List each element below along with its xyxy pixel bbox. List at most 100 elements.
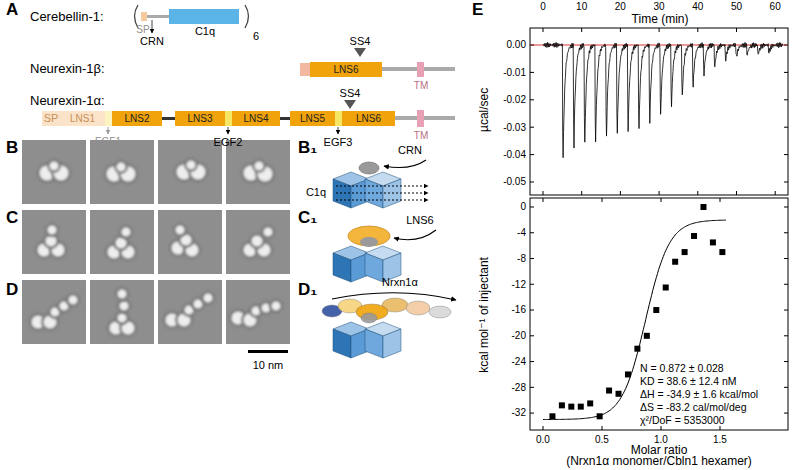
data-point <box>559 402 565 408</box>
tick-label: -0.02 <box>503 94 526 106</box>
c1q-domain <box>169 9 239 24</box>
egf-domain <box>225 111 232 126</box>
protein-name: Cerebellin-1: <box>30 10 104 25</box>
tick <box>784 335 788 336</box>
data-point <box>644 333 650 339</box>
tick-label: 30 <box>654 1 665 13</box>
domain-name: LNS6 <box>356 113 381 124</box>
domain-box: LNS3 <box>175 111 225 126</box>
tick <box>530 310 534 311</box>
tick-label: 60 <box>770 1 781 13</box>
em-density <box>251 306 261 316</box>
annotation: CRN <box>140 35 164 48</box>
em-density <box>68 295 78 305</box>
tick-label: -4 <box>517 227 526 239</box>
panel-letter: C₁ <box>298 208 317 228</box>
panel-letter: D₁ <box>298 280 317 300</box>
tick-label: -0.04 <box>503 149 526 161</box>
em-density <box>251 235 263 247</box>
linker <box>162 117 175 120</box>
panel-letter: A <box>6 0 18 20</box>
lns6-domain <box>348 226 390 246</box>
tick <box>784 232 788 233</box>
leader-arrow <box>338 127 339 134</box>
leader-arrow <box>228 127 229 134</box>
em-image <box>90 140 154 204</box>
tick <box>530 207 534 208</box>
em-image <box>226 140 290 204</box>
domain-box: LNS6 <box>310 62 382 77</box>
tick <box>784 72 788 73</box>
tick-label: 40 <box>692 1 703 13</box>
tick-label: 0.00 <box>507 39 526 51</box>
egf-domain <box>335 111 342 126</box>
em-image <box>158 140 222 204</box>
annotation: C1q <box>195 25 215 38</box>
egf-domain <box>105 111 112 126</box>
tick <box>581 28 582 32</box>
fit-result: N = 0.872 ± 0.028 <box>640 362 724 374</box>
data-point <box>616 391 622 397</box>
signal-peptide <box>300 63 310 76</box>
tick <box>736 28 737 32</box>
em-density <box>193 299 203 309</box>
em-density <box>119 301 129 311</box>
domain-name: LNS2 <box>124 113 149 124</box>
data-point <box>568 404 574 410</box>
crn-domain <box>359 162 379 174</box>
tick-label: -0.05 <box>503 176 526 188</box>
em-density <box>271 301 281 311</box>
tick-label: 1.5 <box>713 434 727 446</box>
axis-title: (Nrxn1α monomer/Cbln1 hexamer) <box>566 455 752 469</box>
em-density <box>115 237 127 249</box>
tick <box>784 413 788 414</box>
data-point <box>606 388 612 394</box>
panel-letter: B₁ <box>298 138 317 158</box>
tick <box>581 191 582 195</box>
em-density <box>186 160 196 170</box>
tick-label: 20 <box>615 1 626 13</box>
em-halo <box>115 161 128 174</box>
data-point <box>719 249 725 255</box>
leader-arrow <box>108 127 109 134</box>
c1q-trimer <box>365 253 383 282</box>
tick <box>530 335 534 336</box>
em-density <box>175 225 185 235</box>
em-density <box>49 161 59 171</box>
em-density <box>203 293 213 303</box>
data-point <box>691 233 697 239</box>
em-halo <box>116 312 129 325</box>
axis-title: Time (min) <box>632 13 689 27</box>
tick <box>736 191 737 195</box>
tick <box>784 387 788 388</box>
domain-name: LNS5 <box>300 113 325 124</box>
tick <box>543 198 544 202</box>
axis-title: µcal/sec <box>478 88 492 132</box>
data-point <box>653 307 659 313</box>
tick <box>775 191 776 195</box>
em-density <box>263 227 273 237</box>
tick-label: -0.01 <box>503 67 526 79</box>
tick <box>659 28 660 32</box>
data-point <box>578 404 584 410</box>
tick-label: 0 <box>540 1 546 13</box>
crn-domain <box>360 237 378 247</box>
annotation: 10 nm <box>253 359 284 372</box>
fit-result: ΔS = -83.2 cal/mol/deg <box>640 401 747 413</box>
tick-label: 0.5 <box>595 434 609 446</box>
data-point <box>587 400 593 406</box>
em-density <box>254 161 264 171</box>
signal-peptide <box>141 12 147 21</box>
tick <box>720 198 721 202</box>
dotted-arrow <box>336 200 428 201</box>
annotation: C1q <box>306 186 326 199</box>
em-density <box>117 289 127 299</box>
annotation: SS4 <box>350 35 371 48</box>
fit-result: χ²/DoF = 5353000 <box>640 414 725 426</box>
annotation: EGF3 <box>324 136 353 149</box>
tm-segment <box>417 62 424 77</box>
em-image <box>22 210 86 274</box>
curved-arrow <box>394 230 436 240</box>
tick <box>530 387 534 388</box>
axis-title: kcal mol⁻¹ of injectant <box>478 257 492 373</box>
